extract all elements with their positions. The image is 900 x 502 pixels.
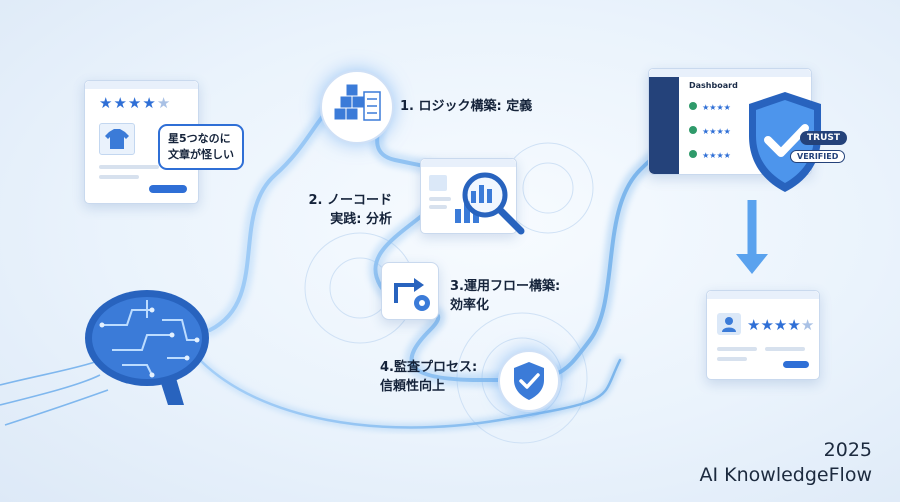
dashboard-title: Dashboard — [689, 81, 738, 90]
avatar-icon — [717, 313, 741, 335]
rating-stars: ★★★★★ — [99, 93, 171, 112]
star-icon: ★ — [156, 94, 172, 112]
step-4-label: 4.監査プロセス: 信頼性向上 — [380, 360, 478, 394]
footer: 2025 AI KnowledgeFlow — [700, 438, 872, 488]
verified-label: VERIFIED — [797, 152, 839, 161]
star-icon: ★ — [127, 94, 143, 112]
magnifier-icon — [462, 172, 525, 235]
dashboard-row: ★★★★ — [689, 143, 749, 160]
dashboard-row: ★★★★ — [689, 119, 749, 136]
result-card: ★★★★★ — [706, 290, 820, 380]
star-icon: ★ — [113, 94, 128, 112]
footer-year: 2025 — [823, 439, 872, 461]
speech-bubble: 星5つなのに 文章が怪しい — [158, 124, 244, 170]
workflow-icon — [381, 262, 439, 320]
star-icon: ★ — [99, 94, 114, 112]
step-3-label: 3.運用フロー構築: 効率化 — [450, 279, 561, 313]
result-stars: ★★★★★ — [747, 315, 814, 334]
footer-brand: AI KnowledgeFlow — [699, 464, 872, 486]
verified-badge: VERIFIED — [790, 150, 846, 163]
step-2-label: 2. ノーコード 実践: 分析 — [308, 193, 392, 227]
audit-shield-icon — [498, 350, 560, 412]
shirt-image — [99, 123, 135, 155]
trust-badge: TRUST — [800, 131, 847, 145]
star-icon: ★ — [142, 94, 157, 112]
star-icon: ★ — [787, 316, 801, 334]
star-icon: ★ — [760, 316, 774, 334]
step-1-label: 1. ロジック構築: 定義 — [400, 99, 533, 114]
result-button — [783, 361, 809, 368]
star-icon: ★ — [773, 316, 788, 334]
star-icon: ★ — [800, 316, 815, 334]
logic-icon — [320, 70, 394, 144]
review-button — [149, 185, 187, 193]
dashboard-sidebar — [649, 77, 679, 174]
avatar-icon — [429, 175, 447, 191]
bar-chart-icon — [455, 201, 479, 223]
trust-label: TRUST — [807, 133, 840, 143]
star-icon: ★ — [747, 316, 761, 334]
brain-icon — [85, 290, 209, 405]
dashboard-row: ★★★★ — [689, 95, 749, 112]
